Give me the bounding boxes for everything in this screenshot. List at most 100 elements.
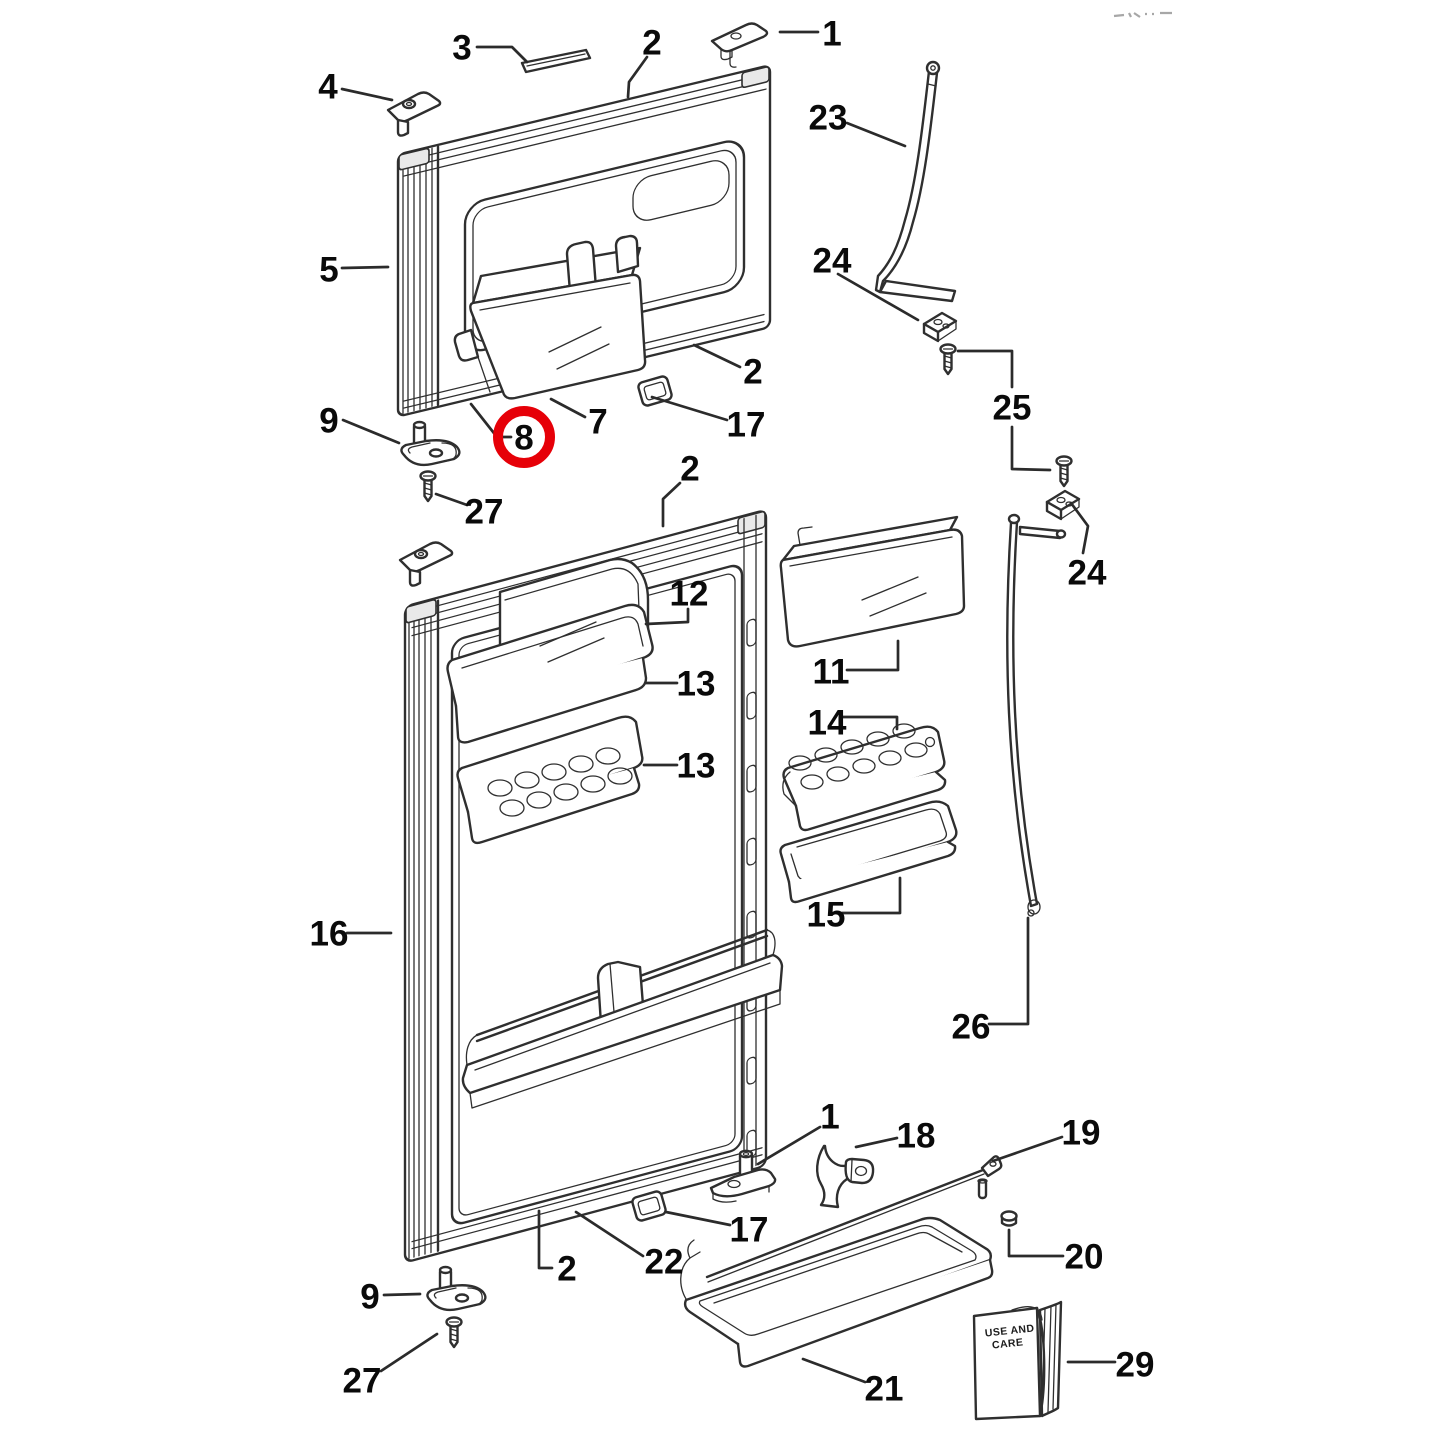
callout-leader-line	[661, 481, 682, 528]
callout-leader-line	[854, 1136, 899, 1149]
callout-leader-line	[991, 1135, 1064, 1163]
callout-2: 2	[537, 1209, 577, 1289]
callout-leader-line	[644, 607, 690, 626]
door-shelf-upper	[446, 557, 654, 744]
callout-number: 13	[677, 747, 716, 786]
callout-leader-line	[340, 87, 394, 102]
callout-leader-line	[340, 265, 390, 270]
fresh-food-door-group	[403, 510, 784, 1349]
callout-number: 16	[310, 915, 349, 954]
callout-25: 25	[956, 349, 1052, 472]
callout-27: 27	[434, 492, 504, 532]
callout-9: 9	[360, 1278, 422, 1317]
callout-24: 24	[813, 242, 920, 322]
callout-27: 27	[343, 1332, 439, 1401]
callout-7: 7	[549, 397, 608, 442]
callout-18: 18	[854, 1117, 936, 1156]
callout-number: 26	[952, 1008, 991, 1047]
callout-number: 27	[465, 493, 504, 532]
callout-number: 9	[360, 1278, 379, 1317]
callout-number: 8	[514, 419, 533, 458]
callout-14: 14	[808, 704, 899, 743]
callout-number: 2	[557, 1250, 576, 1289]
callout-leader-line	[434, 492, 469, 507]
booklet-cover-line-2: CARE	[991, 1336, 1023, 1351]
shallow-bin	[779, 800, 958, 904]
callout-number: 20	[1065, 1238, 1104, 1277]
callout-9: 9	[319, 402, 401, 445]
callout-leader-line	[626, 55, 649, 99]
callout-29: 29	[1066, 1346, 1154, 1385]
callout-13: 13	[642, 747, 716, 786]
callout-24: 24	[1068, 501, 1107, 593]
callout-number: 17	[730, 1211, 769, 1250]
callout-number: 4	[318, 68, 338, 107]
callout-number: 13	[677, 665, 716, 704]
callout-1: 1	[756, 1098, 840, 1166]
callout-leader-line	[382, 1292, 422, 1297]
callout-leader-line	[756, 1125, 822, 1166]
callout-leader-line	[574, 1210, 645, 1258]
callout-20: 20	[1007, 1228, 1104, 1277]
callout-number: 22	[645, 1243, 684, 1282]
callout-number: 18	[897, 1117, 936, 1156]
bottom-door-shelf	[680, 1216, 994, 1368]
booklet-cover-line-1: USE AND	[984, 1322, 1035, 1339]
callout-number: 2	[642, 24, 661, 63]
callout-2: 2	[626, 24, 662, 99]
right-column-parts	[779, 455, 1081, 917]
callout-number: 7	[588, 403, 607, 442]
callout-26: 26	[952, 916, 1030, 1047]
callout-17: 17	[650, 395, 766, 445]
callout-4: 4	[318, 68, 394, 107]
freezer-door-group	[386, 22, 958, 587]
callout-number: 27	[343, 1362, 382, 1401]
callout-leader-line	[692, 343, 742, 369]
callout-leader-line	[836, 272, 920, 322]
callout-number: 17	[727, 406, 766, 445]
trim-strip-long	[1006, 513, 1067, 917]
door-stop-bottom	[709, 1149, 777, 1203]
callout-leader-line	[845, 639, 900, 672]
callout-leader-line	[801, 1357, 867, 1384]
callout-leader-line	[1069, 501, 1090, 555]
callout-leader-line	[341, 418, 401, 445]
callout-leader-line	[956, 349, 1014, 389]
callout-leader-line	[845, 121, 907, 148]
door-shelf-egg-tray	[456, 715, 644, 845]
callout-leader-line	[664, 1210, 732, 1227]
callout-leader-line	[537, 1209, 554, 1270]
callout-19: 19	[991, 1114, 1101, 1163]
callout-number: 23	[809, 99, 848, 138]
egg-tray	[782, 723, 947, 832]
callout-12: 12	[644, 575, 708, 626]
hinge-cover-trim	[874, 60, 957, 303]
callout-11: 11	[813, 639, 900, 692]
callout-leader-line	[650, 395, 729, 422]
callout-number: 1	[820, 1098, 839, 1137]
callout-2: 2	[692, 343, 763, 392]
freezer-door-bin	[453, 234, 647, 400]
end-cap	[1000, 1210, 1018, 1227]
callout-13: 13	[644, 665, 716, 704]
callout-16: 16	[310, 915, 393, 954]
callout-leader-line	[475, 45, 529, 64]
callout-5: 5	[319, 251, 390, 290]
dairy-bin	[779, 515, 966, 648]
callout-number: 1	[822, 15, 841, 54]
callout-number: 3	[452, 29, 471, 68]
shelf-retainer-rod	[705, 1155, 1003, 1283]
door-shelf-lower-rail	[461, 928, 784, 1109]
callout-leader-line	[549, 397, 587, 419]
callout-3: 3	[452, 29, 529, 68]
callout-1: 1	[778, 15, 842, 54]
callout-number: 15	[807, 896, 846, 935]
callout-number: 19	[1062, 1114, 1101, 1153]
callout-15: 15	[807, 876, 902, 935]
callout-number: 25	[993, 389, 1032, 428]
callout-leader-line	[840, 876, 902, 915]
callout-number: 2	[743, 353, 762, 392]
callout-number: 9	[319, 402, 338, 441]
